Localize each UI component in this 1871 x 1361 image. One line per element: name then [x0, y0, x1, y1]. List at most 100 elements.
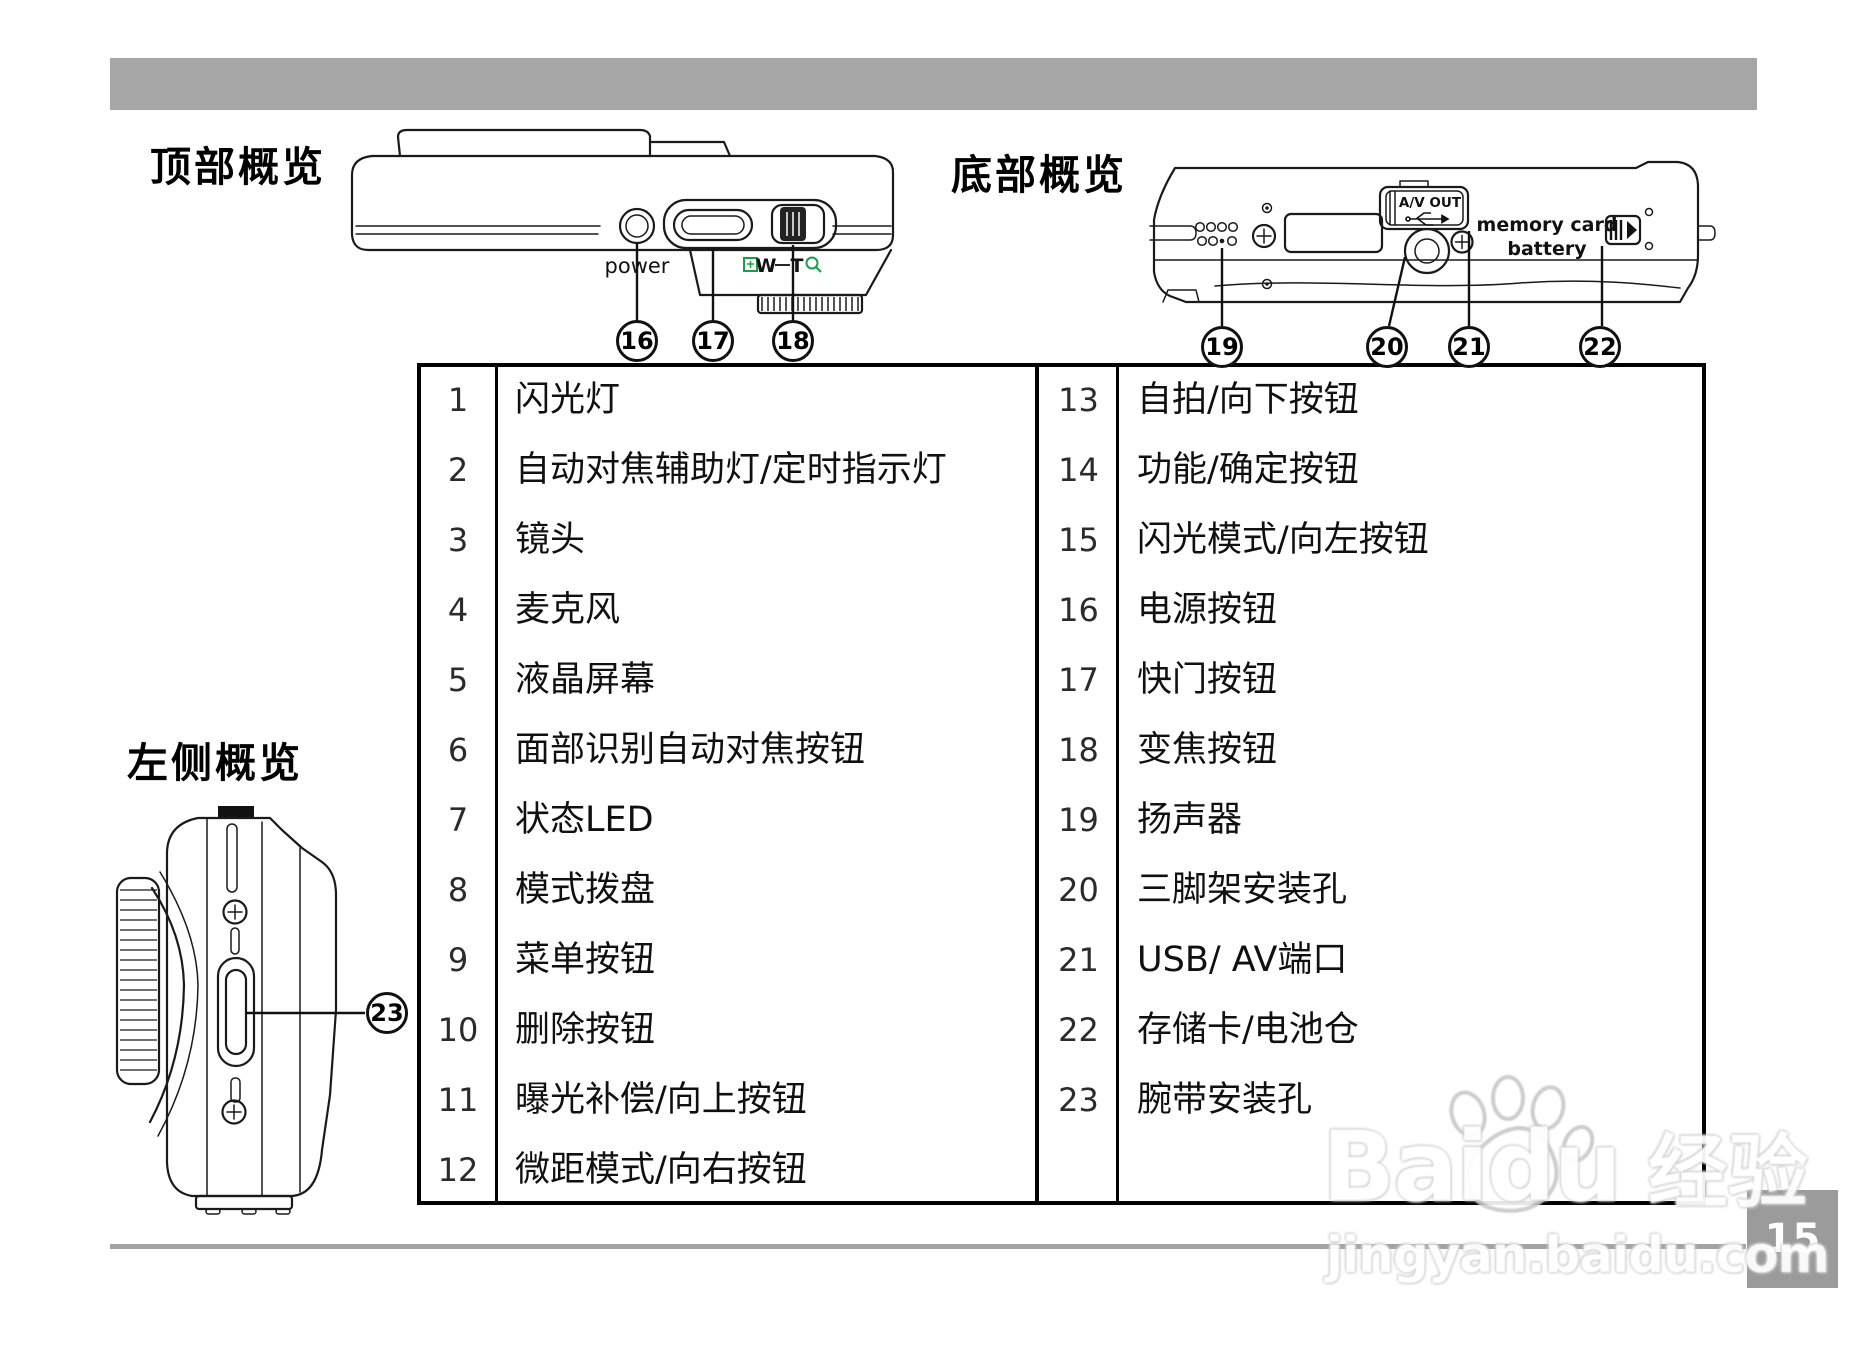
row-label: 电源按钮 — [1137, 590, 1278, 630]
watermark-brand-text: Baidu — [1322, 1111, 1622, 1223]
callout-17: 17 — [692, 320, 734, 362]
av-out-flap: A/V OUT — [1378, 180, 1470, 231]
row-number: 21 — [1058, 941, 1099, 979]
section-title-bottom-overview: 底部概览 — [951, 151, 1127, 199]
row-number: 10 — [437, 1011, 479, 1049]
row-number: 5 — [447, 661, 469, 699]
section-title-left-overview: 左侧概览 — [127, 739, 303, 787]
power-button-inner — [625, 214, 649, 238]
hot-shoe — [218, 806, 254, 817]
battery-label: battery — [1507, 238, 1587, 260]
page-number-box: 15 — [1747, 1190, 1838, 1288]
top-bump-outline — [396, 128, 652, 158]
row-number: 14 — [1058, 451, 1099, 489]
baidu-watermark: Baidu 经验 — [1322, 1108, 1808, 1224]
bottom-foot — [1162, 289, 1200, 303]
zoom-knob-ridges — [786, 212, 800, 236]
table-row: 14 功能/确定按钮 — [1037, 435, 1709, 505]
page-number: 15 — [1764, 1216, 1821, 1262]
table-row: 3 镜头 — [417, 505, 1037, 575]
parts-table — [417, 363, 1706, 1205]
body-curve-line — [1214, 280, 1681, 289]
body-seam-lines — [355, 225, 892, 235]
zoom-wide-label: W — [756, 255, 777, 277]
strap-lug — [1697, 225, 1716, 241]
table-divider-2 — [1116, 363, 1119, 1205]
row-label: 存储卡/电池仓 — [1137, 1010, 1359, 1050]
screw-channel-low — [230, 1077, 241, 1103]
row-label: 镜头 — [515, 520, 586, 560]
table-row: 16 电源按钮 — [1037, 575, 1709, 645]
magnifier-icon — [805, 256, 819, 270]
row-label: 麦克风 — [515, 590, 621, 630]
row-label: 闪光模式/向左按钮 — [1137, 520, 1429, 560]
row-number: 6 — [447, 731, 469, 769]
row-label: USB/ AV端口 — [1137, 940, 1348, 980]
camera-body-outline — [350, 154, 895, 252]
callout-20: 20 — [1366, 326, 1408, 368]
row-number: 2 — [447, 451, 469, 489]
lens-ring-serration — [120, 889, 157, 1071]
header-bar — [110, 58, 1757, 110]
base-plate — [194, 1194, 294, 1211]
row-label: 腕带安装孔 — [1137, 1080, 1313, 1120]
footer-rule — [110, 1244, 1746, 1249]
card-battery-latch — [1604, 207, 1654, 251]
table-row: 1 闪光灯 — [417, 365, 1037, 435]
row-number: 7 — [447, 801, 469, 839]
row-number: 19 — [1058, 801, 1099, 839]
table-divider-1 — [495, 363, 498, 1205]
table-row: 21 USB/ AV端口 — [1037, 925, 1709, 995]
row-number: 9 — [447, 941, 469, 979]
row-label: 闪光灯 — [515, 380, 621, 420]
row-number: 8 — [447, 871, 469, 909]
tripod-mount — [1403, 227, 1451, 275]
table-row: 22 存储卡/电池仓 — [1037, 995, 1709, 1065]
control-bezel — [662, 198, 838, 250]
row-number: 1 — [447, 381, 469, 419]
camera-body-outline — [1152, 160, 1700, 304]
row-number: 22 — [1058, 1011, 1099, 1049]
callout-23: 23 — [366, 992, 408, 1034]
callout-21: 21 — [1448, 326, 1490, 368]
baidu-paw-icon — [1449, 1075, 1595, 1213]
table-row: 9 菜单按钮 — [417, 925, 1037, 995]
row-number: 3 — [447, 521, 469, 559]
row-number: 16 — [1058, 591, 1099, 629]
row-label: 模式拨盘 — [515, 870, 656, 910]
row-number: 18 — [1058, 731, 1099, 769]
phillips-screw-lower — [221, 1099, 247, 1125]
lens-ring — [115, 876, 161, 1086]
left-end-tab — [1149, 225, 1197, 241]
magnifier-icon-handle — [815, 266, 822, 273]
camera-top-view-diagram: power W T — [350, 128, 895, 322]
battery-door — [1283, 212, 1384, 254]
phillips-screw-right — [1450, 230, 1474, 254]
tiny-screws — [1261, 202, 1273, 290]
row-label: 曝光补偿/向上按钮 — [515, 1080, 807, 1120]
row-label: 快门按钮 — [1137, 660, 1278, 700]
screw-channel-mid — [230, 927, 240, 955]
power-button — [618, 207, 656, 245]
row-number: 23 — [1058, 1081, 1099, 1119]
callout-16: 16 — [616, 320, 658, 362]
lens-arc — [148, 886, 186, 1124]
row-label: 菜单按钮 — [515, 940, 656, 980]
watermark-url-text: jingyan.baidu.com — [1326, 1226, 1830, 1284]
top-step-outline — [648, 140, 732, 158]
row-number: 13 — [1058, 381, 1099, 419]
row-label: 状态LED — [515, 800, 654, 840]
row-label: 功能/确定按钮 — [1137, 450, 1359, 490]
lens-arc-outer — [157, 871, 199, 1137]
bottom-view-callout-stems — [1220, 231, 1604, 327]
